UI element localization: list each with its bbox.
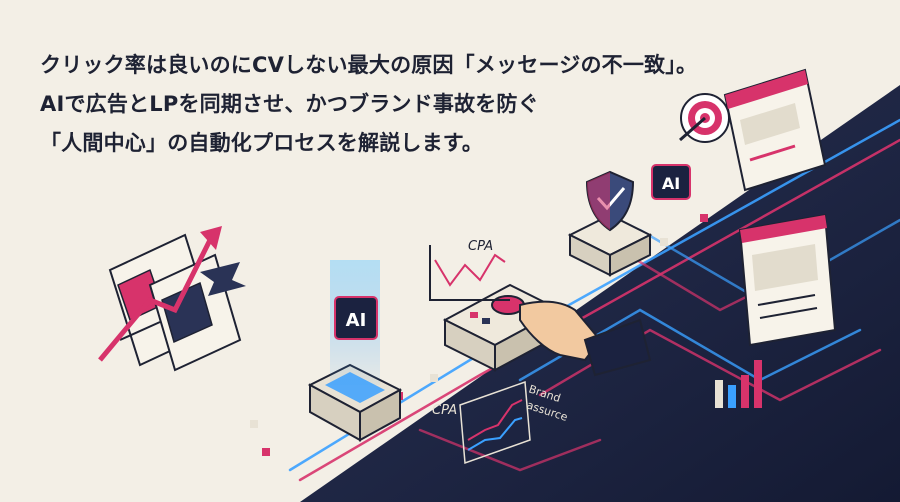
shield-check-icon bbox=[567, 170, 653, 277]
headline-line-1: クリック率は良いのにCVしない最大の原因「メッセージの不一致」。 bbox=[40, 53, 698, 77]
cpa-bottom-label: CPA bbox=[432, 403, 457, 418]
ai-chip-label: AI bbox=[346, 310, 367, 331]
ad-creative-icon bbox=[108, 233, 242, 372]
ai-badge-icon: AI bbox=[651, 164, 691, 200]
target-icon bbox=[679, 93, 730, 143]
browser-window-icon bbox=[723, 68, 827, 192]
trend-arrow-icon bbox=[98, 226, 246, 362]
line-chart-icon: CPA bbox=[429, 239, 510, 301]
headline: クリック率は良いのにCVしない最大の原因「メッセージの不一致」。 AIで広告とL… bbox=[40, 46, 740, 163]
hand-pointer-icon bbox=[519, 300, 652, 377]
headline-line-3: 「人間中心」の自動化プロセスを解説します。 bbox=[40, 131, 484, 155]
ai-badge-label: AI bbox=[662, 174, 680, 193]
cpa-top-label: CPA bbox=[468, 239, 493, 254]
headline-line-2: AIで広告とLPを同期させ、かつブランド事故を防ぐ bbox=[40, 92, 539, 116]
browser-window-icon-2 bbox=[738, 213, 837, 347]
bar-chart-icon bbox=[715, 360, 762, 408]
ai-chip-icon: AI bbox=[307, 260, 403, 442]
